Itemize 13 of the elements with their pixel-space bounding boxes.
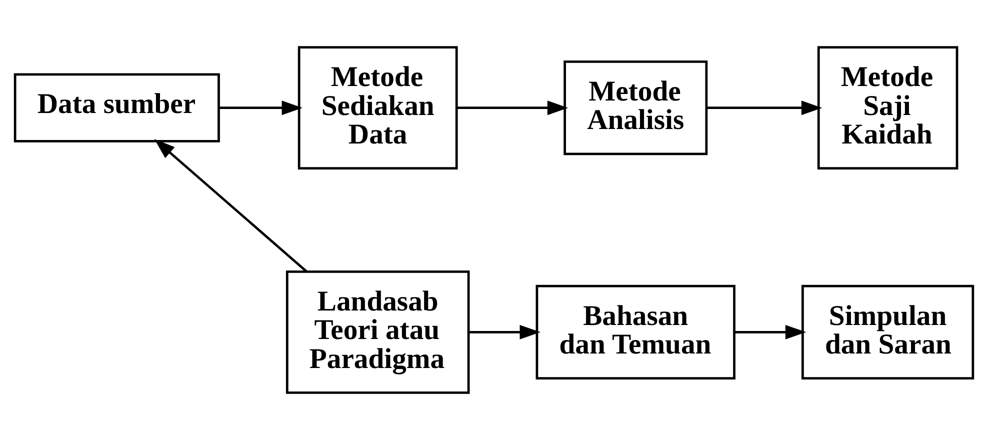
node-box: Simpulan dan Saran xyxy=(801,284,974,379)
arrow xyxy=(457,100,568,115)
node-box: Metode Sediakan Data xyxy=(298,46,458,169)
node-box: Landasab Teori atau Paradigma xyxy=(286,270,470,394)
arrow xyxy=(469,324,540,339)
arrow xyxy=(706,100,822,115)
node-box: Metode Analisis xyxy=(564,60,708,155)
arrow xyxy=(154,138,308,272)
node-box: Metode Saji Kaidah xyxy=(817,46,958,169)
node-box: Data sumber xyxy=(14,72,220,142)
arrow xyxy=(734,324,806,339)
node-box: Bahasan dan Temuan xyxy=(536,284,736,379)
arrow xyxy=(218,100,302,115)
